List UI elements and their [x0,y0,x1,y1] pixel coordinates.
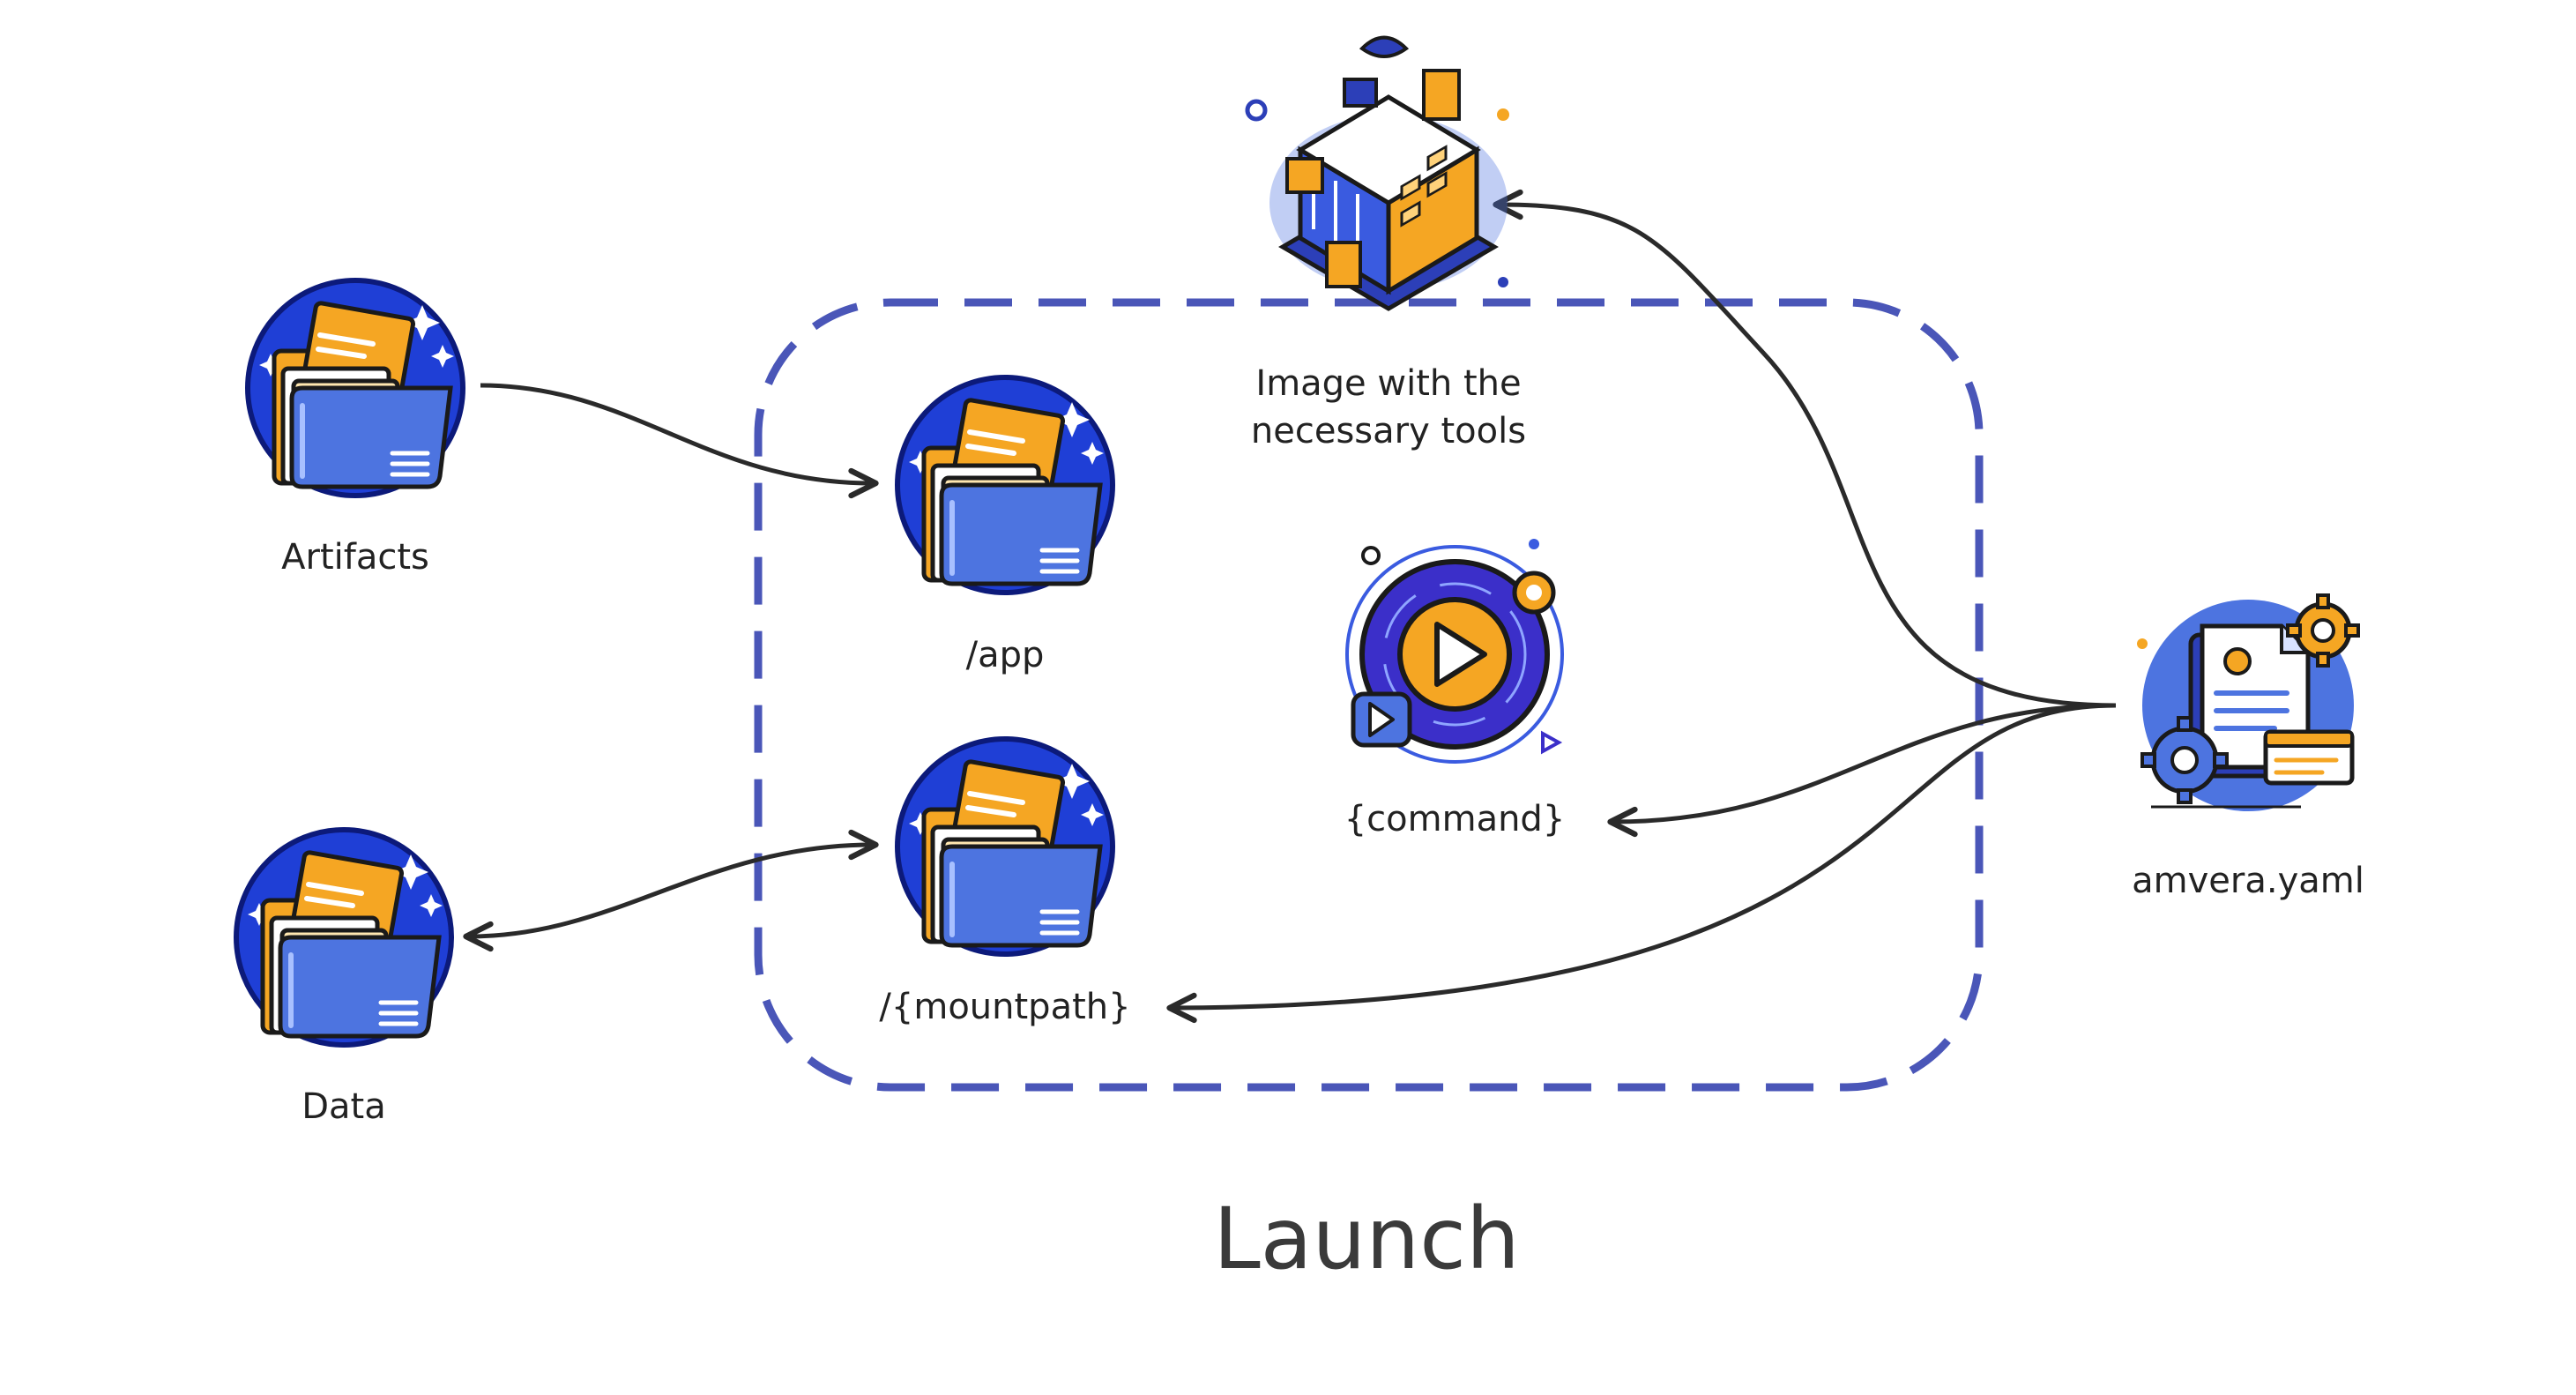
app-label: /app [965,635,1045,675]
image-label-line-2: necessary tools [1250,411,1527,451]
config-file-icon [2137,593,2360,811]
data-label: Data [302,1086,386,1127]
diagram-title: Launch [1213,1190,1520,1288]
edge-data-to-mountpath [463,829,879,952]
data-folder-icon [236,830,451,1045]
edge-config-to-command [1607,703,2117,838]
config-label: amvera.yaml [2132,861,2364,901]
launch-container-boundary [754,298,1984,1092]
command-label: {command} [1344,799,1566,839]
mountpath-label: /{mountpath} [879,987,1131,1027]
edge-artifacts-to-app [480,383,879,499]
artifacts-folder-icon [248,280,463,496]
container-image-icon [1245,35,1509,311]
mountpath-folder-icon [897,739,1113,954]
artifacts-label: Artifacts [281,537,429,578]
edge-config-to-mountpath [1166,703,2117,1024]
command-play-icon [1345,539,1564,764]
edge-config-to-image [1493,189,2117,708]
image-label-line-1: Image with the [1255,363,1522,404]
app-folder-icon [897,377,1113,593]
